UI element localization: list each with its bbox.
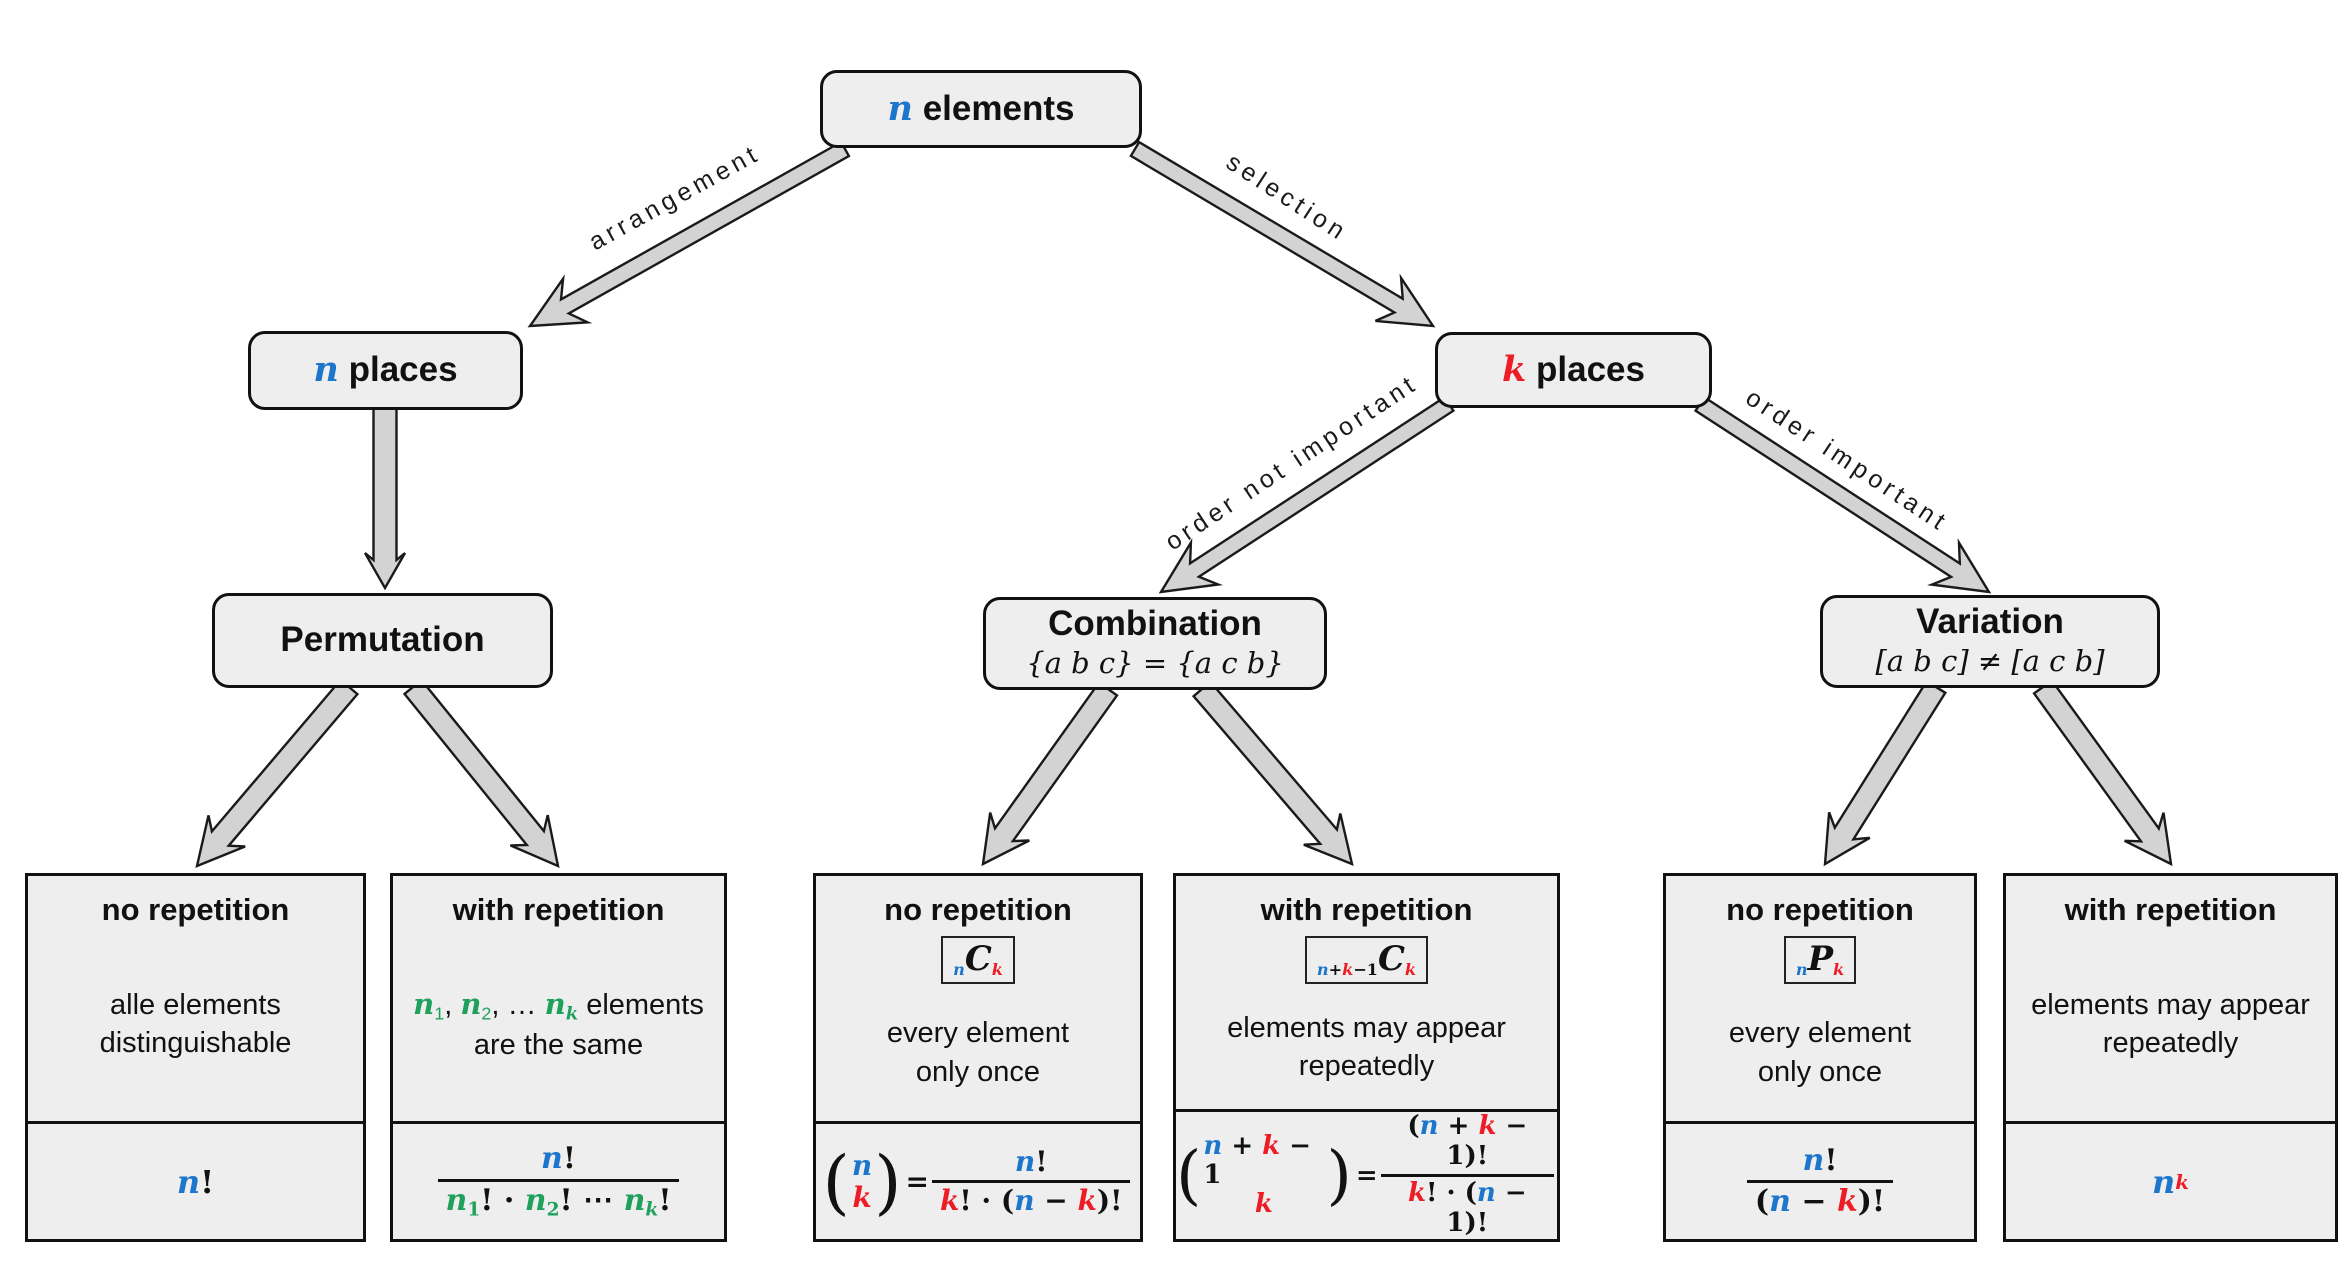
node-n-elements: n elements	[820, 70, 1142, 148]
leaf-description-line: repeatedly	[2102, 1027, 2239, 1060]
node-variation-title: Variation	[1916, 601, 2064, 641]
leaf-variation-with-repetition: with repetition elements may appear repe…	[2003, 873, 2338, 1242]
node-variation-subtitle: [a b c] ≠ [a c b]	[1875, 644, 2105, 679]
leaf-description-line: are the same	[473, 1028, 644, 1061]
leaf-description-line: only once	[915, 1055, 1041, 1088]
node-k-places-label: k places	[1502, 348, 1645, 390]
leaf-symbol-badge: nPk	[1783, 935, 1857, 985]
leaf-description: every element only once	[1729, 984, 1911, 1121]
leaf-symbol-badge: nCk	[941, 935, 1015, 985]
leaf-body: with repetition n1, n2, … nk elements ar…	[393, 876, 724, 1121]
leaf-formula: n!n1! · n2! ⋯ nk!	[393, 1121, 724, 1239]
node-combination: Combination {a b c} = {a c b}	[983, 597, 1327, 690]
leaf-description: every element only once	[887, 984, 1069, 1121]
node-combination-title: Combination	[1048, 603, 1262, 643]
leaf-description: alle elements distinguishable	[100, 928, 292, 1121]
node-n-places: n places	[248, 331, 523, 410]
leaf-title: with repetition	[1260, 892, 1473, 927]
node-permutation: Permutation	[212, 593, 553, 688]
leaf-title: no repetition	[884, 892, 1072, 927]
leaf-formula: n!(n − k)!	[1666, 1121, 1974, 1239]
leaf-formula: n!	[28, 1121, 363, 1239]
edge-order-not-important-arrow	[1158, 395, 1456, 594]
leaf-description-line: elements may appear	[1227, 1011, 1506, 1044]
node-variation: Variation [a b c] ≠ [a c b]	[1820, 595, 2160, 688]
leaf-title: no repetition	[1726, 892, 1914, 927]
leaf-body: no repetition nCk every element only onc…	[816, 876, 1140, 1121]
leaf-permutation-no-repetition: no repetition alle elements distinguisha…	[25, 873, 366, 1242]
leaf-description-line: n1, n2, … nk elements	[413, 986, 704, 1025]
leaf-description: elements may appear repeatedly	[2031, 928, 2310, 1121]
edge-variation-no-rep-arrow	[1823, 679, 1947, 867]
leaf-description-line: elements may appear	[2031, 989, 2310, 1022]
edge-permutation-no-rep-arrow	[195, 678, 360, 868]
leaf-combination-no-repetition: no repetition nCk every element only onc…	[813, 873, 1143, 1242]
leaf-description-line: alle elements	[110, 989, 281, 1022]
leaf-description-line: only once	[1757, 1055, 1883, 1088]
edge-n-places-permutation-arrow	[363, 405, 407, 591]
leaf-variation-no-repetition: no repetition nPk every element only onc…	[1663, 873, 1977, 1242]
leaf-symbol-badge: n+k−1Ck	[1304, 935, 1429, 985]
leaf-title: with repetition	[2064, 892, 2277, 927]
edge-combination-no-rep-arrow	[981, 680, 1119, 867]
node-n-elements-label: n elements	[887, 87, 1075, 129]
leaf-description: elements may appear repeatedly	[1227, 984, 1506, 1109]
leaf-body: with repetition n+k−1Ck elements may app…	[1176, 876, 1557, 1109]
node-n-places-label: n places	[313, 349, 458, 391]
edge-selection-arrow	[1129, 140, 1436, 328]
node-k-places: k places	[1435, 332, 1712, 408]
leaf-title: no repetition	[101, 892, 290, 927]
edge-permutation-with-rep-arrow	[402, 678, 560, 869]
node-permutation-title: Permutation	[280, 620, 485, 660]
edge-combination-with-rep-arrow	[1191, 680, 1354, 866]
leaf-permutation-with-repetition: with repetition n1, n2, … nk elements ar…	[390, 873, 727, 1242]
node-combination-subtitle: {a b c} = {a c b}	[1026, 646, 1284, 681]
leaf-body: no repetition nPk every element only onc…	[1666, 876, 1974, 1121]
edge-variation-with-rep-arrow	[2032, 678, 2173, 867]
leaf-description-line: every element	[1728, 1017, 1912, 1050]
leaf-body: with repetition elements may appear repe…	[2006, 876, 2335, 1121]
leaf-body: no repetition alle elements distinguisha…	[28, 876, 363, 1121]
leaf-description-line: distinguishable	[99, 1027, 292, 1060]
leaf-description: n1, n2, … nk elements are the same	[413, 928, 704, 1121]
leaf-description-line: every element	[886, 1017, 1070, 1050]
leaf-combination-with-repetition: with repetition n+k−1Ck elements may app…	[1173, 873, 1560, 1242]
leaf-description-line: repeatedly	[1298, 1049, 1435, 1082]
leaf-title: with repetition	[452, 892, 665, 927]
edge-arrangement-arrow	[527, 140, 851, 328]
edge-order-important-arrow	[1693, 395, 1992, 594]
